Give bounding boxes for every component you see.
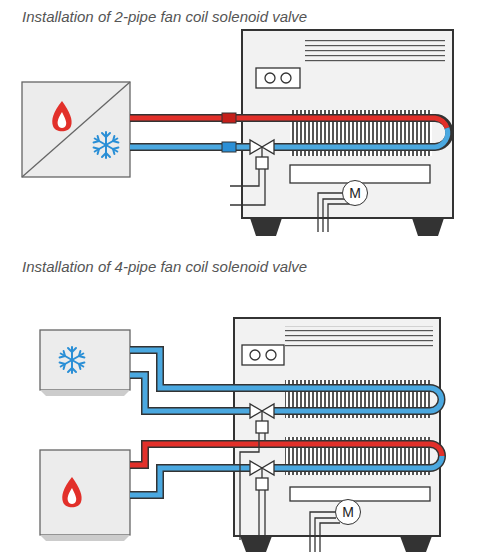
diagram-heading: Installation of 2-pipe fan coil solenoid… [22,8,307,25]
motor-label: M [349,186,361,200]
motor-label: M [342,505,354,519]
motor-circle: M [342,180,368,206]
motor-circle: M [335,499,361,525]
diagram-heading: Installation of 4-pipe fan coil solenoid… [22,258,307,275]
